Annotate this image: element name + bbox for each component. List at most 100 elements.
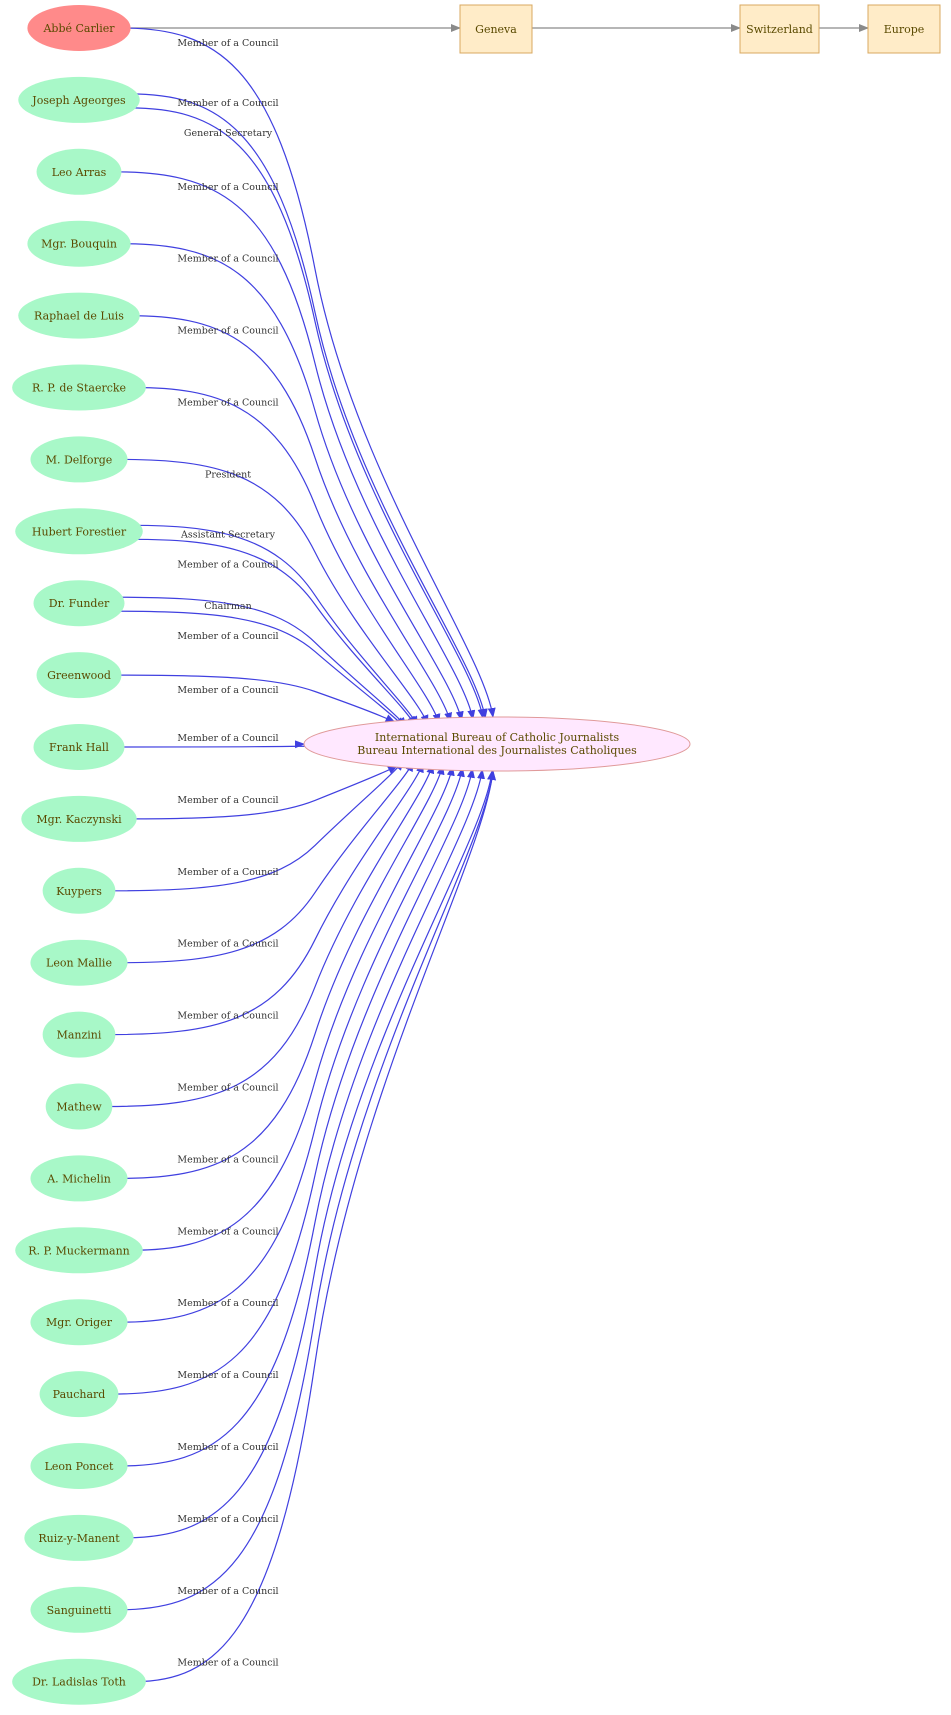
person-name: Joseph Ageorges — [31, 94, 126, 107]
role-edge — [118, 761, 414, 964]
edge-label: Member of a Council — [177, 1442, 278, 1453]
role-edge — [133, 770, 496, 1683]
person-ellipse — [15, 1227, 143, 1274]
person-name: Mgr. Origer — [46, 1316, 113, 1329]
person-name: R. P. de Staercke — [32, 382, 126, 395]
person-ellipse — [36, 652, 122, 699]
edge-label: Assistant Secretary — [180, 529, 276, 540]
person-ellipse — [33, 580, 125, 627]
role-edge — [131, 524, 418, 727]
person-ellipse — [27, 5, 131, 51]
place-node-geneva[interactable]: Geneva — [459, 4, 533, 54]
edge-label: Member of a Council — [177, 1298, 278, 1309]
person-node-ruiz-y-manent[interactable]: Ruiz-y-Manent — [24, 1514, 134, 1561]
person-node-joseph-ageorges[interactable]: Joseph Ageorges — [18, 76, 140, 123]
person-ellipse — [30, 1155, 128, 1202]
person-node-r-p-muckermann[interactable]: R. P. Muckermann — [15, 1227, 143, 1274]
place-box — [459, 4, 533, 54]
person-name: Leo Arras — [52, 166, 107, 179]
person-node-a-michelin[interactable]: A. Michelin — [30, 1155, 128, 1202]
person-name: M. Delforge — [46, 453, 113, 466]
role-edge — [128, 107, 486, 720]
person-name: Ruiz-y-Manent — [38, 1532, 120, 1545]
person-ellipse — [15, 508, 143, 555]
person-node-sanguinetti[interactable]: Sanguinetti — [30, 1586, 128, 1633]
edge-label: President — [205, 469, 251, 480]
person-name: Pauchard — [53, 1388, 106, 1401]
role-edge — [118, 458, 429, 726]
place-node-switzerland[interactable]: Switzerland — [739, 4, 820, 54]
person-node-dr-ladislas-toth[interactable]: Dr. Ladislas Toth — [12, 1658, 146, 1705]
person-ellipse — [24, 1514, 134, 1561]
role-edge — [118, 766, 465, 1323]
place-node-europe[interactable]: Europe — [867, 4, 941, 54]
edge-label: Member of a Council — [177, 1154, 278, 1165]
role-edge — [128, 315, 453, 723]
place-box — [739, 4, 820, 54]
role-edge — [111, 767, 475, 1395]
edge-label: Member of a Council — [177, 795, 278, 806]
person-node-abbe-carlier[interactable]: Abbé Carlier — [27, 5, 131, 51]
person-node-m-delforge[interactable]: M. Delforge — [30, 436, 128, 483]
edge-label: Member of a Council — [177, 254, 278, 265]
person-node-pauchard[interactable]: Pauchard — [39, 1371, 119, 1418]
person-node-leo-arras[interactable]: Leo Arras — [36, 148, 122, 195]
person-name: Leon Poncet — [45, 1460, 114, 1473]
role-edge — [121, 27, 496, 718]
organization-node[interactable]: International Bureau of Catholic Journal… — [303, 716, 691, 772]
person-ellipse — [30, 1586, 128, 1633]
role-edge — [128, 93, 488, 719]
person-node-r-p-de-staercke[interactable]: R. P. de Staercke — [12, 364, 146, 411]
person-node-manzini[interactable]: Manzini — [42, 1011, 116, 1058]
person-ellipse — [39, 1371, 119, 1418]
role-edge — [116, 740, 330, 749]
role-edge — [113, 674, 396, 723]
person-name: Kuypers — [56, 885, 102, 898]
person-name: A. Michelin — [46, 1172, 111, 1185]
person-node-mgr-kaczynski[interactable]: Mgr. Kaczynski — [21, 795, 137, 842]
person-node-greenwood[interactable]: Greenwood — [36, 652, 122, 699]
edge-label: Member of a Council — [177, 1586, 278, 1597]
person-name: Greenwood — [47, 669, 111, 682]
edge-label: Member of a Council — [177, 1011, 278, 1022]
person-node-hubert-forestier[interactable]: Hubert Forestier — [15, 508, 143, 555]
role-edge — [123, 769, 495, 1539]
edge-label: Member of a Council — [177, 867, 278, 878]
edge-label: General Secretary — [184, 128, 273, 139]
person-ellipse — [30, 939, 128, 986]
edge-label: Chairman — [204, 601, 251, 612]
person-node-raphael-de-luis[interactable]: Raphael de Luis — [18, 292, 140, 339]
person-node-leon-mallie[interactable]: Leon Mallie — [30, 939, 128, 986]
person-ellipse — [30, 436, 128, 483]
edge-label: Member of a Council — [177, 1083, 278, 1094]
edge-label: Member of a Council — [177, 733, 278, 744]
person-name: Leon Mallie — [46, 957, 112, 970]
person-node-mgr-bouquin[interactable]: Mgr. Bouquin — [27, 220, 131, 267]
person-ellipse — [33, 724, 125, 770]
person-ellipse — [21, 795, 137, 842]
place-label: Europe — [884, 23, 925, 36]
person-node-mathew[interactable]: Mathew — [45, 1083, 113, 1130]
organization-ellipse — [303, 716, 691, 772]
place-label: Switzerland — [746, 23, 813, 36]
person-node-frank-hall[interactable]: Frank Hall — [33, 724, 125, 770]
person-node-mgr-origer[interactable]: Mgr. Origer — [30, 1299, 128, 1346]
person-name: Manzini — [57, 1029, 102, 1042]
role-edge — [116, 610, 405, 728]
person-name: Mathew — [56, 1101, 102, 1114]
person-node-leon-poncet[interactable]: Leon Poncet — [30, 1443, 128, 1489]
person-ellipse — [12, 1658, 146, 1705]
person-node-dr-funder[interactable]: Dr. Funder — [33, 580, 125, 627]
edge-label: Member of a Council — [177, 631, 278, 642]
role-edge — [118, 764, 445, 1179]
nodes-layer: International Bureau of Catholic Journal… — [12, 4, 941, 1705]
person-name: Sanguinetti — [47, 1604, 112, 1617]
person-name: Dr. Ladislas Toth — [32, 1676, 126, 1689]
person-ellipse — [27, 220, 131, 267]
edge-label: Member of a Council — [177, 98, 278, 109]
edge-label: Member of a Council — [177, 1226, 278, 1237]
role-edge — [116, 596, 407, 728]
person-node-kuypers[interactable]: Kuypers — [42, 867, 116, 914]
person-ellipse — [30, 1299, 128, 1346]
